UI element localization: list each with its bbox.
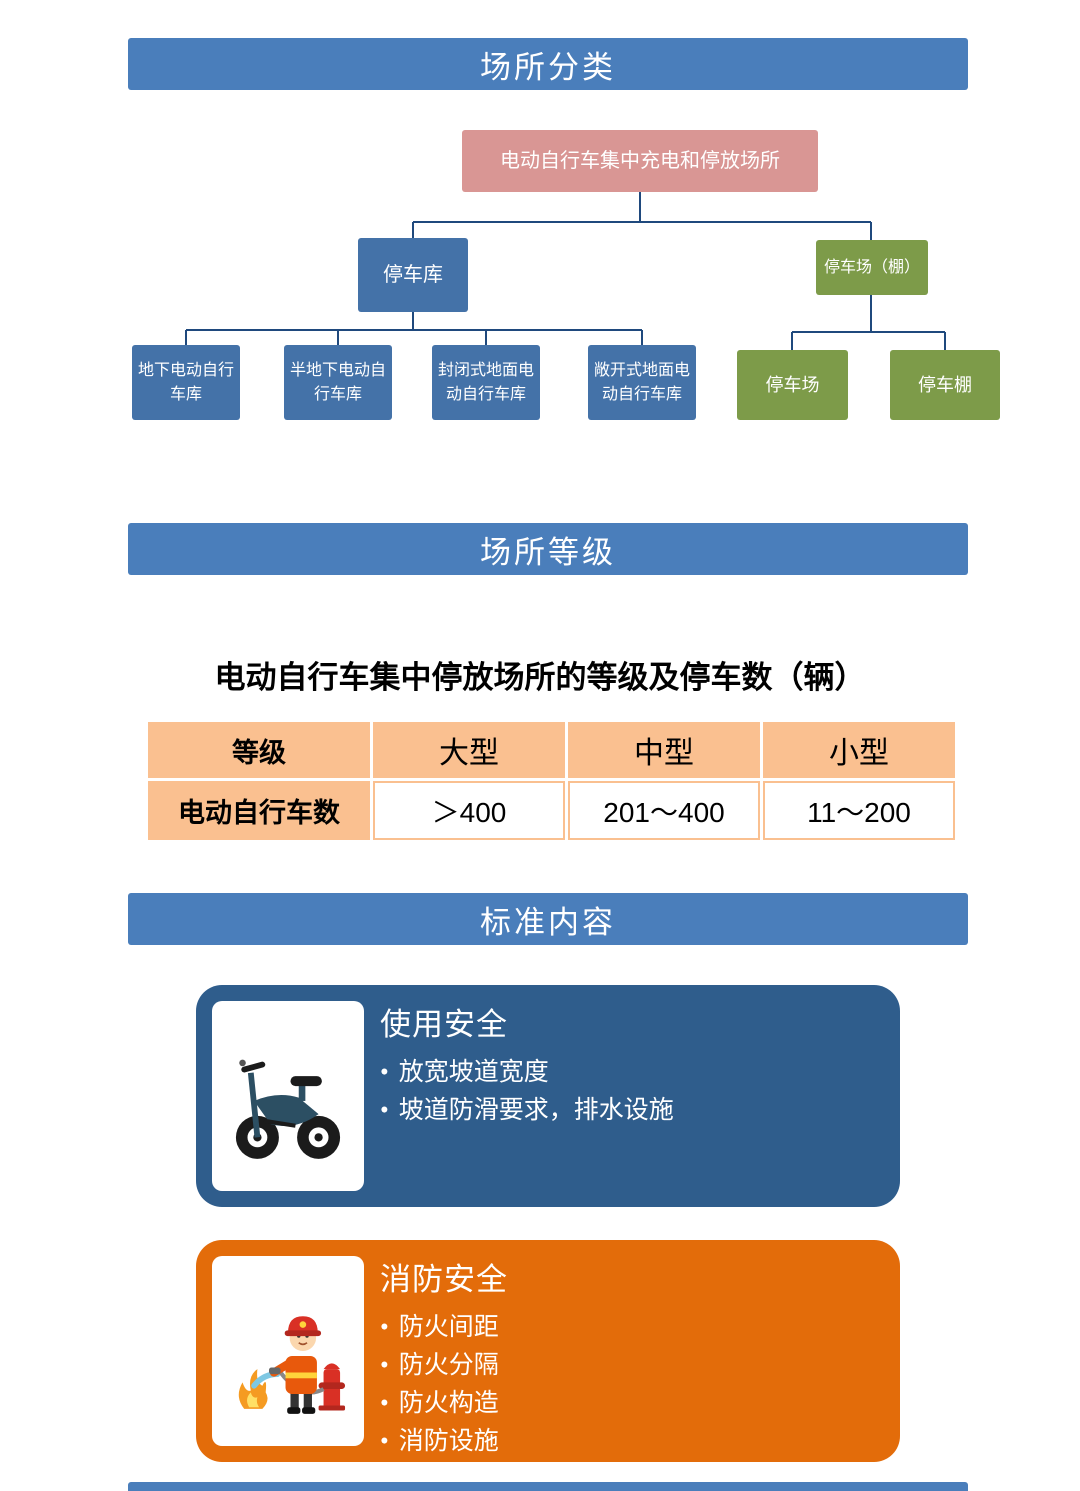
card-usage-safety: 使用安全 放宽坡道宽度 坡道防滑要求，排水设施 xyxy=(196,985,900,1207)
card-fire-safety-list: 防火间距 防火分隔 防火构造 消防设施 xyxy=(380,1309,876,1461)
card-fire-safety-body: 消防安全 防火间距 防火分隔 防火构造 消防设施 xyxy=(380,1240,900,1461)
table-row-label-bike-count: 电动自行车数 xyxy=(148,781,370,840)
tree-leaf-parking-lot: 停车场 xyxy=(737,350,848,420)
tree-leaf-parking-shed: 停车棚 xyxy=(890,350,1000,420)
bullet-item: 放宽坡道宽度 xyxy=(380,1054,876,1092)
section-title-grade: 场所等级 xyxy=(480,534,616,570)
table-value-medium: 201～400 xyxy=(568,781,760,840)
card-usage-safety-body: 使用安全 放宽坡道宽度 坡道防滑要求，排水设施 xyxy=(380,985,900,1130)
grade-table: 等级 大型 中型 小型 电动自行车数 ＞400 201～400 11～200 xyxy=(148,722,955,840)
card-usage-safety-list: 放宽坡道宽度 坡道防滑要求，排水设施 xyxy=(380,1054,876,1130)
grade-table-title: 电动自行车集中停放场所的等级及停车数（辆） xyxy=(214,660,866,695)
table-header-large: 大型 xyxy=(373,722,565,778)
bullet-item: 防火构造 xyxy=(380,1385,876,1423)
section-header-partial xyxy=(128,1482,968,1491)
bullet-item: 防火分隔 xyxy=(380,1347,876,1385)
tree-root-node: 电动自行车集中充电和停放场所 xyxy=(462,130,818,192)
section-header-standard: 标准内容 xyxy=(128,893,968,945)
tree-leaf-underground-garage: 地下电动自行车库 xyxy=(132,345,240,420)
table-header-small: 小型 xyxy=(763,722,955,778)
tree-leaf-semi-underground-garage: 半地下电动自行车库 xyxy=(284,345,392,420)
card-usage-safety-title: 使用安全 xyxy=(380,1007,508,1042)
firefighter-icon xyxy=(238,1316,346,1414)
ebike-image xyxy=(212,1001,364,1191)
tree-node-parking-lot-shed: 停车场（棚） xyxy=(816,240,928,295)
section-header-grade: 场所等级 xyxy=(128,523,968,575)
tree-leaf-enclosed-ground-garage: 封闭式地面电动自行车库 xyxy=(432,345,540,420)
table-header-grade: 等级 xyxy=(148,722,370,778)
firefighter-image xyxy=(212,1256,364,1446)
bullet-item: 防火间距 xyxy=(380,1309,876,1347)
section-header-classification: 场所分类 xyxy=(128,38,968,90)
card-fire-safety-title: 消防安全 xyxy=(380,1262,508,1297)
tree-leaf-open-ground-garage: 敞开式地面电动自行车库 xyxy=(588,345,696,420)
table-header-medium: 中型 xyxy=(568,722,760,778)
section-title-standard: 标准内容 xyxy=(480,904,616,940)
tree-node-parking-garage: 停车库 xyxy=(358,238,468,312)
section-title-classification: 场所分类 xyxy=(480,49,616,85)
table-value-large: ＞400 xyxy=(373,781,565,840)
card-fire-safety: 消防安全 防火间距 防火分隔 防火构造 消防设施 xyxy=(196,1240,900,1462)
bullet-item: 坡道防滑要求，排水设施 xyxy=(380,1092,876,1130)
table-value-small: 11～200 xyxy=(763,781,955,840)
bullet-item: 消防设施 xyxy=(380,1423,876,1461)
ebike-icon xyxy=(235,1059,341,1159)
